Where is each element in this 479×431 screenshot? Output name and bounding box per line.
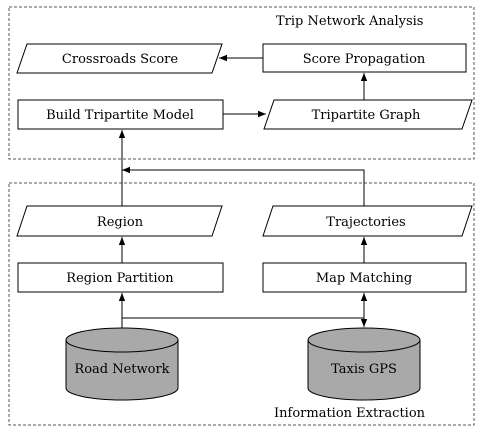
region-partition-label: Region Partition (66, 271, 174, 286)
trip-network-analysis-panel (8, 6, 475, 160)
taxis-gps-database: Taxis GPS (307, 327, 421, 401)
map-matching-label: Map Matching (316, 271, 412, 286)
tripartite-graph-label: Tripartite Graph (312, 108, 421, 123)
road-network-database: Road Network (65, 327, 179, 401)
information-extraction-panel (8, 182, 475, 426)
map-matching-node (262, 262, 467, 293)
score-propagation-label: Score Propagation (303, 52, 426, 67)
crossroads-score-label: Crossroads Score (62, 52, 178, 67)
information-extraction-title: Information Extraction (274, 406, 426, 421)
tripartite-graph-node (263, 99, 473, 130)
build-tripartite-model-node (17, 99, 224, 130)
region-node (16, 205, 223, 237)
arrow-trajectories-to-build-model (122, 166, 365, 206)
trip-network-analysis-title: Trip Network Analysis (276, 14, 423, 29)
build-tripartite-model-label: Build Tripartite Model (46, 108, 194, 123)
road-network-label: Road Network (74, 362, 169, 377)
score-propagation-node (262, 43, 467, 73)
region-partition-node (17, 262, 224, 293)
region-label: Region (97, 215, 144, 230)
taxis-gps-label: Taxis GPS (331, 362, 397, 377)
crossroads-score-node (16, 43, 223, 74)
trajectories-node (262, 205, 473, 237)
trajectories-label: Trajectories (326, 215, 405, 230)
